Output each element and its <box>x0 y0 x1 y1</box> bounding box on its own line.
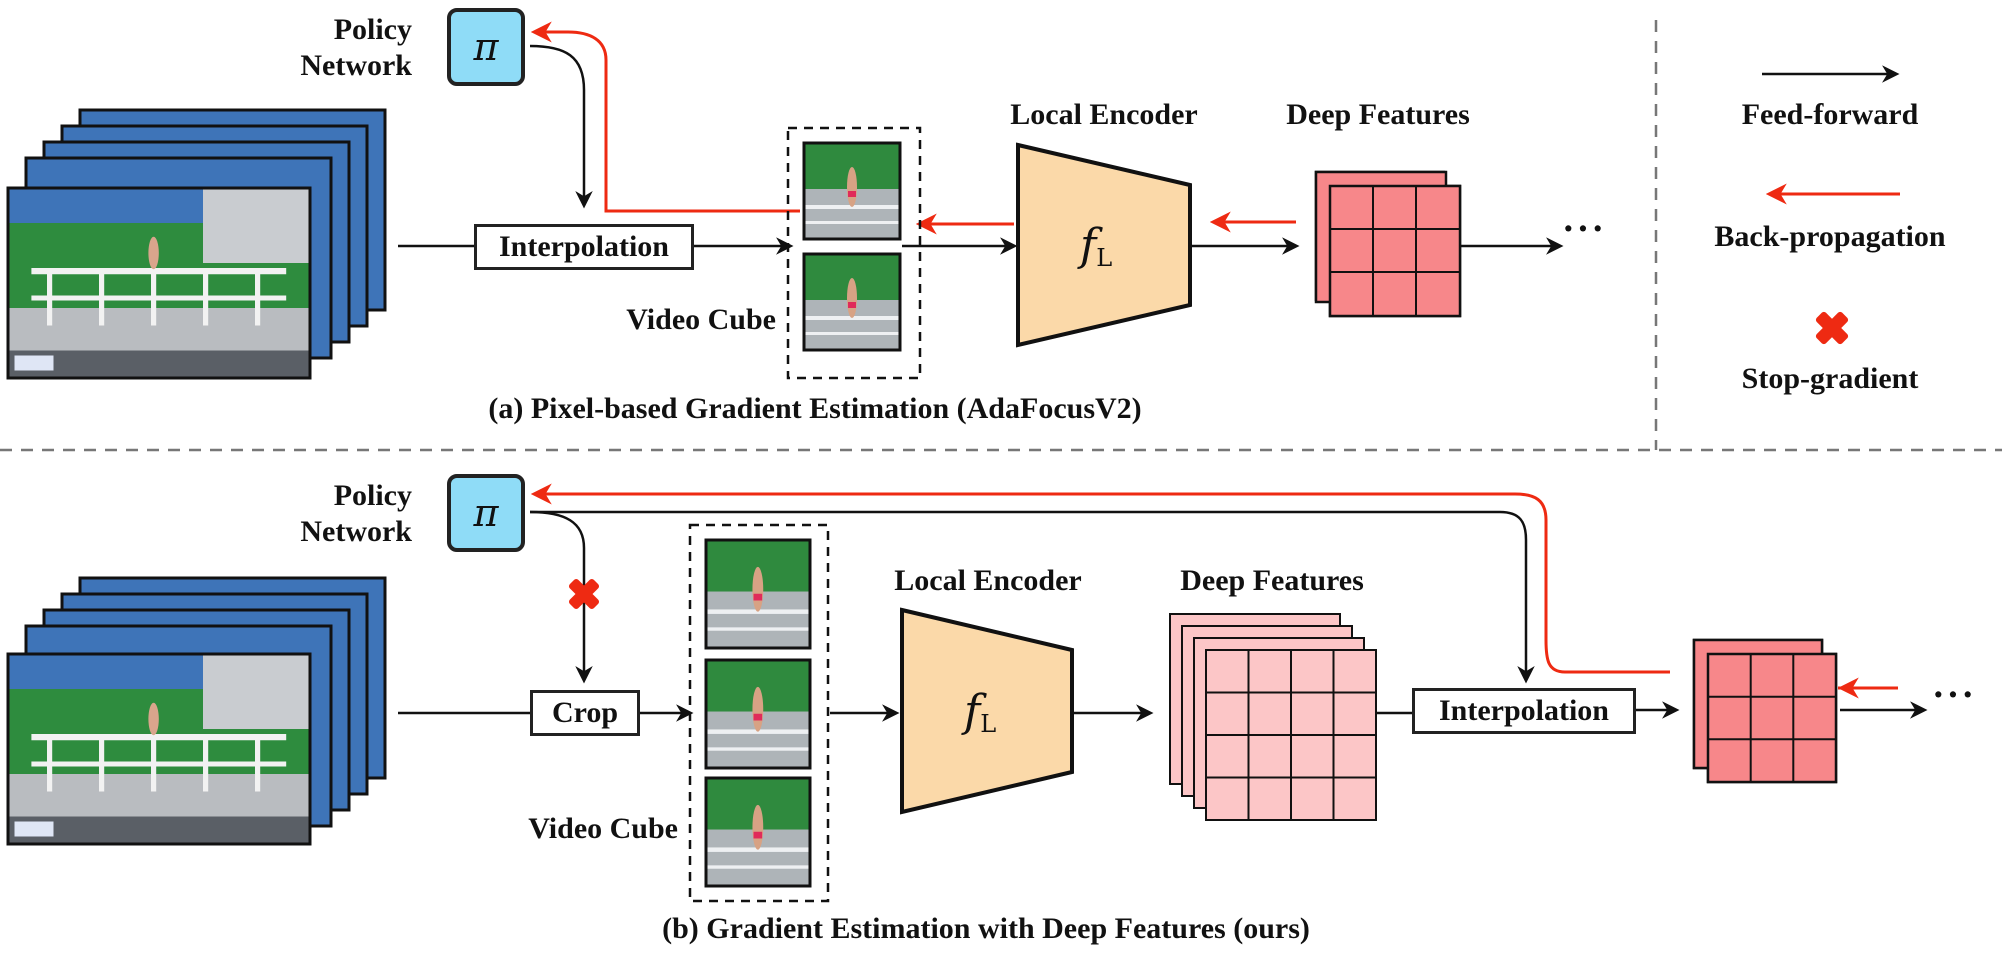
legend-stop-gradient-label: Stop-gradient <box>1741 362 1919 395</box>
legend-back-propagation-label: Back-propagation <box>1714 220 1946 253</box>
ellipsis-a: ··· <box>1562 208 1607 250</box>
encoder-f: f <box>964 686 981 737</box>
encoder-subscript: L <box>980 710 997 738</box>
stop-gradient-icon-b <box>568 578 600 610</box>
interpolation-label: Interpolation <box>498 230 669 263</box>
crop-label: Crop <box>551 696 619 729</box>
legend-stop-gradient-icon <box>1815 311 1849 345</box>
video-frame-stack-b <box>6 576 387 846</box>
caption-b: (b) Gradient Estimation with Deep Featur… <box>662 912 1310 945</box>
policy-network-icon-b: π <box>447 474 525 552</box>
feature-map-stack-a <box>1314 170 1462 318</box>
policy-label-line1: Policy <box>333 13 412 46</box>
video-cube-label-a: Video Cube <box>626 303 776 336</box>
policy-network-icon-a: π <box>447 8 525 86</box>
deep-features-label-b: Deep Features <box>1180 564 1364 597</box>
encoder-f: f <box>1080 220 1097 271</box>
encoder-symbol-a: fL <box>1080 224 1112 271</box>
crop-box: Crop <box>530 690 640 736</box>
local-encoder-b <box>900 607 1074 815</box>
video-cube-a <box>786 126 922 380</box>
ellipsis-b: ··· <box>1932 674 1977 716</box>
local-encoder-label-a: Local Encoder <box>1010 98 1198 131</box>
encoder-symbol-b: fL <box>964 690 996 737</box>
video-frame-stack-a <box>6 108 387 380</box>
policy-label-line1: Policy <box>333 479 412 512</box>
pi-symbol: π <box>473 25 499 69</box>
feature-map-stack-b-light <box>1169 613 1377 821</box>
local-encoder-a <box>1016 142 1192 348</box>
policy-network-label-b: Policy Network <box>300 478 412 550</box>
caption-a: (a) Pixel-based Gradient Estimation (Ada… <box>488 392 1142 425</box>
policy-label-line2: Network <box>300 515 412 548</box>
policy-network-label-a: Policy Network <box>300 12 412 84</box>
feature-map-stack-b-dark <box>1692 638 1838 784</box>
interpolation-box-a: Interpolation <box>474 224 694 270</box>
interpolation-label: Interpolation <box>1438 694 1609 727</box>
legend-feed-forward-label: Feed-forward <box>1741 98 1919 131</box>
video-cube-b <box>688 523 830 903</box>
local-encoder-label-b: Local Encoder <box>894 564 1082 597</box>
interpolation-box-b: Interpolation <box>1412 688 1636 734</box>
video-cube-label-b: Video Cube <box>528 812 678 845</box>
encoder-subscript: L <box>1096 244 1113 272</box>
pi-symbol: π <box>473 491 499 535</box>
deep-features-label-a: Deep Features <box>1286 98 1470 131</box>
policy-label-line2: Network <box>300 49 412 82</box>
